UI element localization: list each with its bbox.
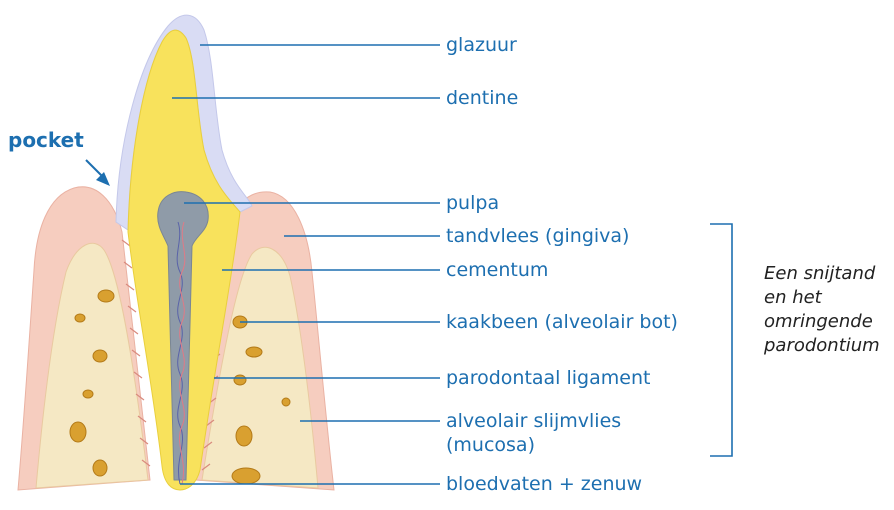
label-cementum: cementum [446,259,548,281]
label-kaakbeen: kaakbeen (alveolair bot) [446,311,678,333]
side-note-line: parodontium [764,334,894,358]
label-glazuur: glazuur [446,34,517,56]
side-note-line: Een snijtand [764,262,894,286]
label-pulpa: pulpa [446,192,499,214]
side-note: Een snijtand en het omringende parodonti… [764,262,894,358]
side-note-line: omringende [764,310,894,334]
label-bloedvaten: bloedvaten + zenuw [446,473,642,495]
side-note-line: en het [764,286,894,310]
pocket-arrow-head [96,172,110,186]
label-slijmvlies-mucosa: (mucosa) [446,434,535,456]
label-slijmvlies: alveolair slijmvlies [446,410,621,432]
label-ligament: parodontaal ligament [446,367,650,389]
label-dentine: dentine [446,87,518,109]
pocket-label: pocket [8,128,84,152]
label-tandvlees: tandvlees (gingiva) [446,225,629,247]
parodontium-bracket [710,224,732,456]
